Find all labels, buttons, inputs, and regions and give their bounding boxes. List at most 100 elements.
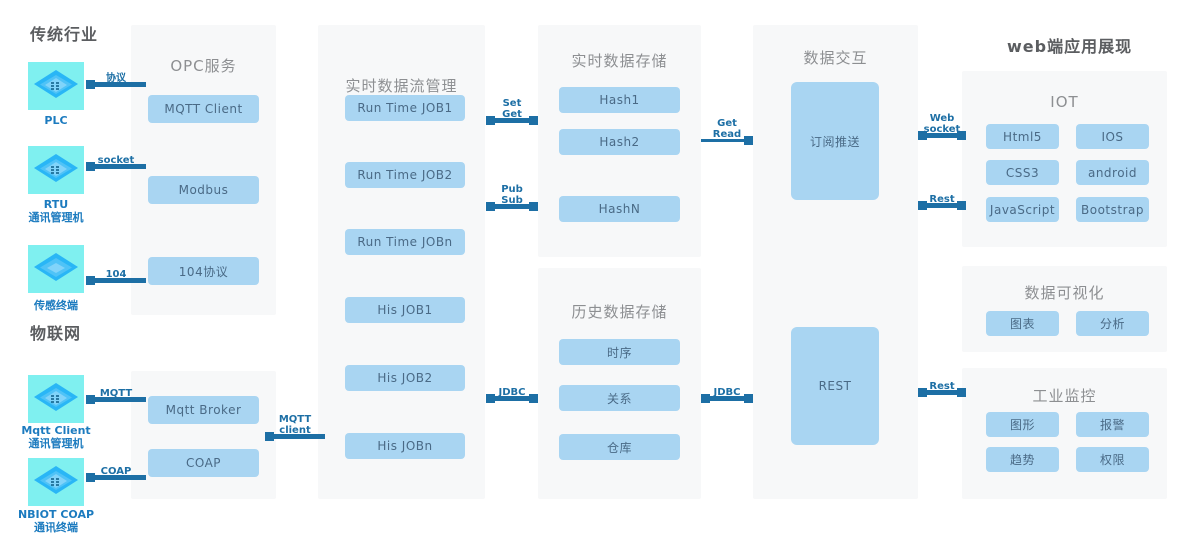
node-graphics[interactable]: 图形 bbox=[986, 412, 1059, 437]
connector-line bbox=[701, 396, 753, 401]
panel-title-opc: OPC服务 bbox=[170, 57, 237, 75]
connector-rtu-to-opc: socket bbox=[86, 155, 146, 173]
panel-title-iot-apps: IOT bbox=[1050, 93, 1079, 111]
device-label-nbiot-coap: NBIOT COAP 通讯终端 bbox=[17, 508, 95, 534]
node-modbus[interactable]: Modbus bbox=[148, 176, 259, 204]
connector-line bbox=[86, 82, 146, 87]
group-title-iot: 物联网 bbox=[30, 324, 82, 343]
node-trend[interactable]: 趋势 bbox=[986, 447, 1059, 472]
connector-exchange-to-monitor-rest: Rest bbox=[918, 381, 966, 399]
connector-line bbox=[265, 434, 325, 439]
panel-visualization: 数据可视化 图表 分析 bbox=[962, 266, 1167, 352]
connector-endpoint bbox=[918, 201, 927, 210]
node-run-time-jobn[interactable]: Run Time JOBn bbox=[345, 229, 465, 255]
node-his-job1[interactable]: His JOB1 bbox=[345, 297, 465, 323]
connector-label: Rest bbox=[929, 194, 955, 205]
node-relational[interactable]: 关系 bbox=[559, 385, 680, 411]
connector-endpoint bbox=[86, 276, 95, 285]
panel-opc-service: OPC服务 MQTT Client Modbus 104协议 bbox=[131, 25, 276, 315]
node-mqtt-client[interactable]: MQTT Client bbox=[148, 95, 259, 123]
connector-stream-to-hash-pubsub: Pub Sub bbox=[486, 184, 538, 213]
connector-endpoint bbox=[957, 388, 966, 397]
device-label-mqtt-client: Mqtt Client 通讯管理机 bbox=[21, 424, 91, 450]
node-his-jobn[interactable]: His JOBn bbox=[345, 433, 465, 459]
connector-line bbox=[918, 203, 966, 208]
node-mqtt-broker[interactable]: Mqtt Broker bbox=[148, 396, 259, 424]
device-label-sensor: 传感终端 bbox=[34, 299, 78, 312]
connector-endpoint bbox=[744, 394, 753, 403]
node-104-protocol[interactable]: 104协议 bbox=[148, 257, 259, 285]
connector-stream-to-hash-setget: Set Get bbox=[486, 98, 538, 127]
connector-endpoint bbox=[529, 116, 538, 125]
connector-line bbox=[86, 397, 146, 402]
connector-label: 协议 bbox=[106, 73, 126, 84]
panel-title-data-exchange: 数据交互 bbox=[803, 49, 868, 67]
connector-endpoint bbox=[486, 116, 495, 125]
node-android[interactable]: android bbox=[1076, 160, 1149, 185]
node-hash1[interactable]: Hash1 bbox=[559, 87, 680, 113]
device-plc[interactable] bbox=[28, 62, 84, 110]
node-rest[interactable]: REST bbox=[791, 327, 879, 445]
node-html5[interactable]: Html5 bbox=[986, 124, 1059, 149]
connector-label: JDBC bbox=[498, 387, 526, 398]
connector-endpoint bbox=[486, 202, 495, 211]
connector-sensor-to-opc: 104 bbox=[86, 269, 146, 287]
node-run-time-job1[interactable]: Run Time JOB1 bbox=[345, 95, 465, 121]
node-alarm[interactable]: 报警 bbox=[1076, 412, 1149, 437]
node-ios[interactable]: IOS bbox=[1076, 124, 1149, 149]
connector-label: Set Get bbox=[502, 98, 522, 120]
node-warehouse[interactable]: 仓库 bbox=[559, 434, 680, 460]
node-javascript[interactable]: JavaScript bbox=[986, 197, 1059, 222]
device-sensor[interactable] bbox=[28, 245, 84, 293]
node-analysis[interactable]: 分析 bbox=[1076, 311, 1149, 336]
device-stack-icon bbox=[32, 249, 80, 289]
connector-hash-to-exchange-getread: Get Read bbox=[701, 118, 753, 147]
device-stack-icon bbox=[32, 66, 80, 106]
device-rtu[interactable] bbox=[28, 146, 84, 194]
connector-endpoint bbox=[86, 162, 95, 171]
connector-label: Pub Sub bbox=[501, 184, 523, 206]
connector-line bbox=[86, 164, 146, 169]
node-time-series[interactable]: 时序 bbox=[559, 339, 680, 365]
group-title-web-apps: web端应用展现 bbox=[1007, 37, 1133, 56]
panel-title-visualization: 数据可视化 bbox=[1024, 284, 1105, 302]
node-subscribe-push[interactable]: 订阅推送 bbox=[791, 82, 879, 200]
connector-history-to-exchange-jdbc: JDBC bbox=[701, 387, 753, 405]
connector-endpoint bbox=[86, 395, 95, 404]
device-mqtt-client[interactable] bbox=[28, 375, 84, 423]
connector-stream-to-history-jdbc: JDBC bbox=[486, 387, 538, 405]
connector-endpoint bbox=[529, 394, 538, 403]
connector-label: JDBC bbox=[713, 387, 741, 398]
device-stack-icon bbox=[32, 379, 80, 419]
connector-nbiot-to-broker: COAP bbox=[86, 466, 146, 484]
panel-title-realtime-storage: 实时数据存储 bbox=[571, 52, 668, 70]
node-css3[interactable]: CSS3 bbox=[986, 160, 1059, 185]
node-permission[interactable]: 权限 bbox=[1076, 447, 1149, 472]
connector-label: 104 bbox=[105, 269, 127, 280]
node-chart[interactable]: 图表 bbox=[986, 311, 1059, 336]
node-his-job2[interactable]: His JOB2 bbox=[345, 365, 465, 391]
connector-endpoint bbox=[701, 394, 710, 403]
node-run-time-job2[interactable]: Run Time JOB2 bbox=[345, 162, 465, 188]
panel-title-history-storage: 历史数据存储 bbox=[571, 303, 668, 321]
connector-endpoint bbox=[529, 202, 538, 211]
node-bootstrap[interactable]: Bootstrap bbox=[1076, 197, 1149, 222]
connector-endpoint bbox=[86, 473, 95, 482]
panel-title-industrial-monitor: 工业监控 bbox=[1032, 387, 1097, 405]
connector-label: socket bbox=[97, 155, 135, 166]
connector-line bbox=[486, 204, 538, 209]
connector-line bbox=[918, 133, 966, 138]
panel-title-realtime-stream: 实时数据流管理 bbox=[345, 77, 458, 95]
panel-iot-apps: IOT Html5 IOS CSS3 android JavaScript Bo… bbox=[962, 71, 1167, 247]
connector-line bbox=[486, 396, 538, 401]
panel-mqtt-broker: Mqtt Broker COAP bbox=[131, 371, 276, 499]
device-nbiot-coap[interactable] bbox=[28, 458, 84, 506]
connector-label: Rest bbox=[929, 381, 955, 392]
node-coap[interactable]: COAP bbox=[148, 449, 259, 477]
device-label-rtu: RTU 通讯管理机 bbox=[28, 198, 84, 224]
device-label-plc: PLC bbox=[44, 114, 68, 127]
node-hash2[interactable]: Hash2 bbox=[559, 129, 680, 155]
node-hashn[interactable]: HashN bbox=[559, 196, 680, 222]
connector-endpoint bbox=[486, 394, 495, 403]
